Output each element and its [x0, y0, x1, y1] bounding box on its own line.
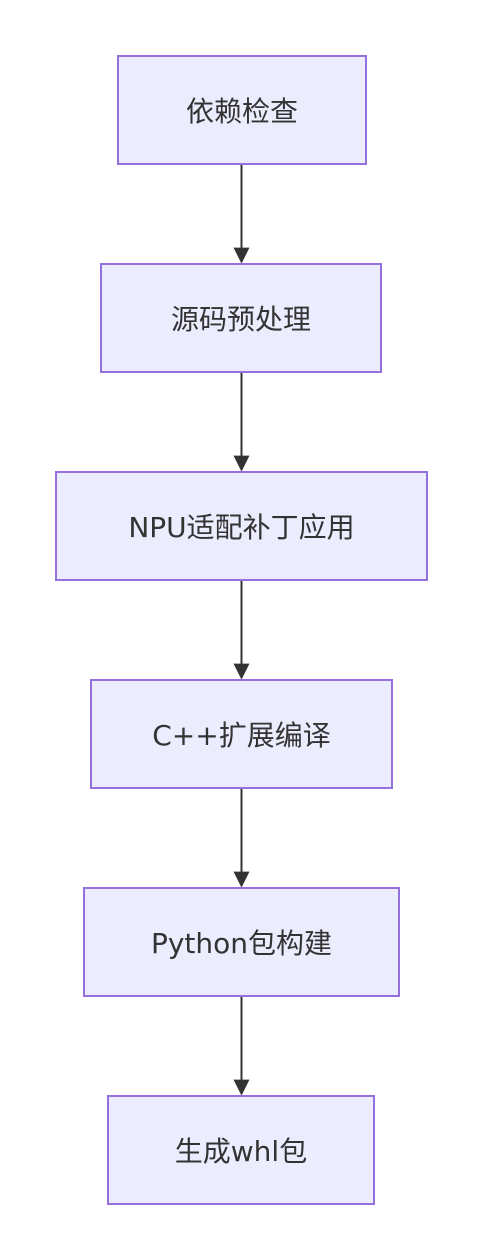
node-label: NPU适配补丁应用 [128, 511, 355, 544]
node-cpp-extension-compile: C++扩展编译 [90, 679, 393, 789]
node-python-package-build: Python包构建 [83, 887, 400, 997]
node-label: Python包构建 [150, 927, 333, 960]
node-label: 依赖检查 [185, 95, 298, 128]
node-npu-patch-apply: NPU适配补丁应用 [55, 471, 428, 581]
node-label: C++扩展编译 [152, 719, 331, 752]
node-source-preprocessing: 源码预处理 [100, 263, 382, 373]
node-generate-whl: 生成whl包 [107, 1095, 375, 1205]
node-label: 源码预处理 [170, 303, 311, 336]
node-dependency-check: 依赖检查 [117, 55, 367, 165]
node-label: 生成whl包 [174, 1135, 308, 1168]
